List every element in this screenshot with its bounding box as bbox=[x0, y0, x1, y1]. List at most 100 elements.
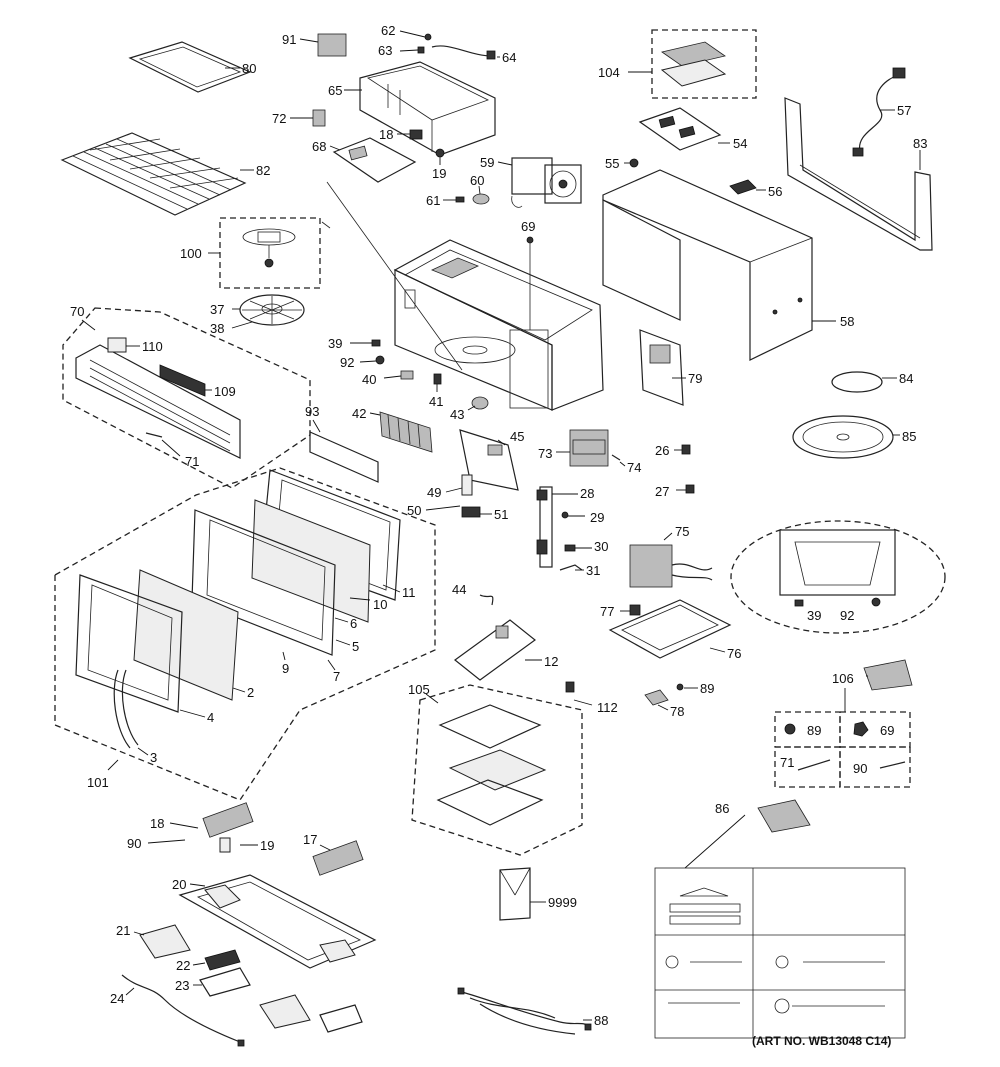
part-23: 23 bbox=[175, 967, 251, 997]
part-64-wire: 64 bbox=[431, 45, 516, 65]
label-26: 26 bbox=[655, 443, 669, 458]
label-91: 91 bbox=[282, 32, 296, 47]
label-11: 11 bbox=[402, 585, 416, 600]
part-42-vent-grille: 42 bbox=[352, 406, 433, 453]
label-85: 85 bbox=[902, 429, 916, 444]
part-54-tray: 54 bbox=[638, 107, 747, 151]
label-51: 51 bbox=[494, 507, 508, 522]
part-101-door-assembly: 11 10 6 5 7 9 2 4 3 101 bbox=[54, 467, 436, 801]
part-86-bag: 86 bbox=[684, 799, 811, 869]
label-89a: 89 bbox=[700, 681, 714, 696]
part-41: 41 bbox=[429, 373, 443, 409]
part-92a: 92 bbox=[340, 355, 385, 370]
label-12: 12 bbox=[544, 654, 558, 669]
part-24-wire: 24 bbox=[110, 974, 245, 1047]
label-78: 78 bbox=[670, 704, 684, 719]
label-42: 42 bbox=[352, 406, 366, 421]
label-90a: 90 bbox=[853, 761, 867, 776]
label-2: 2 bbox=[247, 685, 254, 700]
part-65-vent-housing: 65 bbox=[328, 61, 496, 156]
part-44-wire: 44 bbox=[452, 582, 494, 606]
label-29: 29 bbox=[590, 510, 604, 525]
part-85-turntable: 85 bbox=[792, 415, 916, 459]
label-83: 83 bbox=[913, 136, 927, 151]
label-55: 55 bbox=[605, 156, 619, 171]
part-74-screw: 74 bbox=[611, 454, 641, 475]
label-84: 84 bbox=[899, 371, 913, 386]
label-92b: 92 bbox=[840, 608, 854, 623]
part-71a-screw: 71 bbox=[145, 432, 199, 469]
part-39a: 39 bbox=[328, 336, 381, 351]
label-7: 7 bbox=[333, 669, 340, 684]
label-38: 38 bbox=[210, 321, 224, 336]
part-30: 30 bbox=[564, 539, 608, 554]
label-86: 86 bbox=[715, 801, 729, 816]
label-19a: 19 bbox=[432, 166, 446, 181]
part-79-board: 79 bbox=[639, 329, 702, 406]
part-88-wire-harness: 88 bbox=[457, 987, 608, 1035]
label-43: 43 bbox=[450, 407, 464, 422]
part-21: 21 bbox=[116, 923, 191, 959]
part-18b: 18 bbox=[150, 802, 254, 838]
part-55-screw: 55 bbox=[605, 156, 639, 171]
inset-cavity-detail: 39 92 bbox=[730, 520, 946, 634]
label-18a: 18 bbox=[379, 127, 393, 142]
label-71b: 71 bbox=[780, 755, 794, 770]
label-70: 70 bbox=[70, 304, 84, 319]
label-58: 58 bbox=[840, 314, 854, 329]
label-90b: 90 bbox=[127, 836, 141, 851]
label-82: 82 bbox=[256, 163, 270, 178]
part-58-outer-case: 58 bbox=[602, 169, 854, 361]
label-24: 24 bbox=[110, 991, 124, 1006]
part-49: 49 bbox=[427, 474, 473, 500]
label-89b: 89 bbox=[807, 723, 821, 738]
part-31: 31 bbox=[559, 563, 600, 578]
label-9999: 9999 bbox=[548, 895, 577, 910]
label-30: 30 bbox=[594, 539, 608, 554]
part-80-filter-frame: 80 bbox=[128, 41, 256, 93]
label-64: 64 bbox=[502, 50, 516, 65]
label-54: 54 bbox=[733, 136, 747, 151]
part-12-board: 12 bbox=[454, 619, 558, 681]
label-65: 65 bbox=[328, 83, 342, 98]
label-60: 60 bbox=[470, 173, 484, 188]
part-9999-manual: 9999 bbox=[499, 867, 577, 921]
label-73: 73 bbox=[538, 446, 552, 461]
label-5: 5 bbox=[352, 639, 359, 654]
label-74: 74 bbox=[627, 460, 641, 475]
label-19b: 19 bbox=[260, 838, 274, 853]
part-59-blower-motor: 59 bbox=[480, 155, 582, 208]
label-17: 17 bbox=[303, 832, 317, 847]
part-82-rack: 82 bbox=[60, 132, 270, 216]
part-45-board: 45 bbox=[459, 429, 524, 491]
label-22: 22 bbox=[176, 958, 190, 973]
part-105-kit: 105 bbox=[408, 682, 583, 856]
label-3: 3 bbox=[150, 750, 157, 765]
label-39b: 39 bbox=[807, 608, 821, 623]
part-17: 17 bbox=[303, 832, 364, 876]
label-59: 59 bbox=[480, 155, 494, 170]
part-61: 61 bbox=[426, 193, 465, 208]
label-45: 45 bbox=[510, 429, 524, 444]
part-77: 77 bbox=[600, 604, 641, 619]
part-21b-duplicate bbox=[259, 994, 363, 1033]
label-110: 110 bbox=[142, 339, 163, 354]
label-6: 6 bbox=[350, 616, 357, 631]
label-76: 76 bbox=[727, 646, 741, 661]
label-75: 75 bbox=[675, 524, 689, 539]
part-78: 78 bbox=[644, 689, 684, 719]
part-110: 110 bbox=[107, 337, 163, 354]
label-20: 20 bbox=[172, 877, 186, 892]
label-41: 41 bbox=[429, 394, 443, 409]
label-44: 44 bbox=[452, 582, 466, 597]
label-4: 4 bbox=[207, 710, 214, 725]
part-37-38-roller-ring: 37 38 bbox=[210, 294, 305, 336]
label-27: 27 bbox=[655, 484, 669, 499]
label-49: 49 bbox=[427, 485, 441, 500]
label-39a: 39 bbox=[328, 336, 342, 351]
part-40: 40 bbox=[362, 370, 414, 387]
label-61: 61 bbox=[426, 193, 440, 208]
part-20-bottom-plate: 20 bbox=[172, 874, 377, 969]
part-106-bag: 106 bbox=[832, 659, 913, 712]
